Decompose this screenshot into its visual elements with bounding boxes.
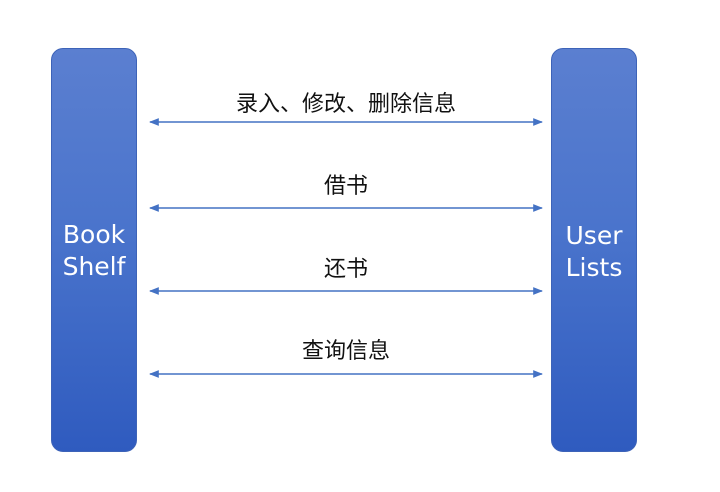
user-lists-label-line-1: User — [565, 221, 623, 250]
user-lists-label-line-2: Lists — [565, 253, 623, 282]
message-label-edit-info: 录入、修改、删除信息 — [235, 92, 456, 117]
book-shelf-column: Book Shelf — [51, 48, 137, 452]
book-shelf-label-line-1: Book — [62, 220, 126, 249]
message-label-return: 还书 — [323, 257, 368, 282]
user-lists-column: User Lists — [551, 48, 637, 452]
message-label-borrow: 借书 — [323, 174, 368, 199]
message-label-query: 查询信息 — [301, 339, 390, 364]
book-shelf-label-line-2: Shelf — [62, 252, 126, 281]
